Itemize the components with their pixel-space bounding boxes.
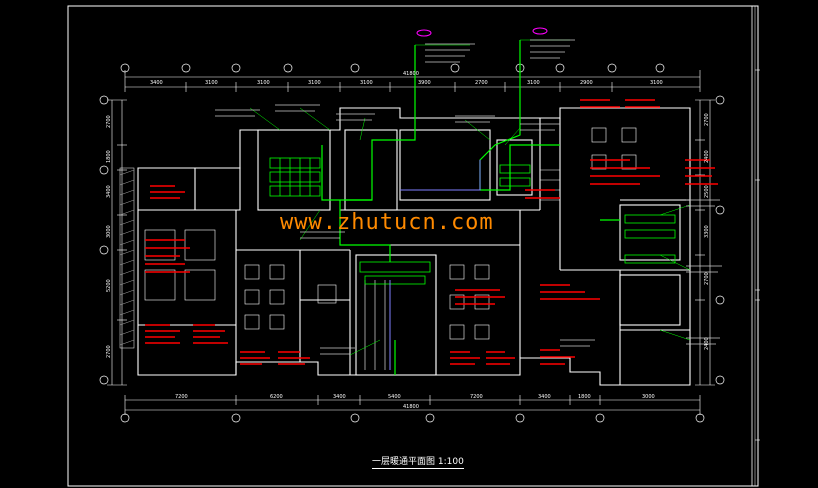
hvac-duct-runs <box>321 40 620 375</box>
furniture <box>144 127 637 370</box>
equipment-tags <box>416 27 548 37</box>
dimension-labels: 3400 3100 3100 3100 3100 3900 2700 3100 … <box>150 71 663 410</box>
dim-bottom-7: 1800 <box>578 394 591 400</box>
dimension-left <box>107 99 127 386</box>
dim-top-total: 41800 <box>403 71 419 77</box>
dimension-top <box>124 70 701 92</box>
dim-left-3: 3400 <box>106 185 112 198</box>
dimension-right <box>695 99 715 386</box>
dim-bottom-2: 6200 <box>270 394 283 400</box>
dim-left-4: 3000 <box>106 225 112 238</box>
dim-bottom-8: 3000 <box>642 394 655 400</box>
dim-right-4: 3300 <box>704 225 710 238</box>
dim-top-8: 3100 <box>527 80 540 86</box>
dimension-bottom <box>124 395 701 415</box>
dim-top-4: 3100 <box>308 80 321 86</box>
drawing-title: 一层暖通平面图 1:100 <box>372 454 464 469</box>
dim-bottom-4: 5400 <box>388 394 401 400</box>
axis-bubbles <box>99 63 725 423</box>
dim-left-1: 2700 <box>106 115 112 128</box>
dim-right-1: 2700 <box>704 113 710 126</box>
dim-top-7: 2700 <box>475 80 488 86</box>
dim-top-1: 3400 <box>150 80 163 86</box>
dim-bottom-6: 3400 <box>538 394 551 400</box>
dim-top-6: 3900 <box>418 80 431 86</box>
dim-bottom-5: 7200 <box>470 394 483 400</box>
hvac-fan-coils <box>269 157 676 285</box>
dim-left-6: 2700 <box>106 345 112 358</box>
dim-bottom-1: 7200 <box>175 394 188 400</box>
dim-left-5: 5200 <box>106 279 112 292</box>
building-walls <box>137 107 691 386</box>
drawing-frame <box>67 5 759 487</box>
watermark-text: www.zhutucn.com <box>280 210 494 235</box>
red-notes <box>145 99 718 365</box>
dim-right-5: 2700 <box>704 272 710 285</box>
dim-top-10: 3100 <box>650 80 663 86</box>
dim-top-9: 2900 <box>580 80 593 86</box>
dim-right-6: 2400 <box>704 337 710 350</box>
hatched-wall <box>119 167 135 349</box>
dim-left-2: 1800 <box>106 150 112 163</box>
dim-right-2: 2400 <box>704 150 710 163</box>
dim-right-3: 2500 <box>704 185 710 198</box>
frame-ticks <box>755 69 760 441</box>
dimension-labels-vertical: 2700 1800 3400 3000 5200 2700 2700 2400 … <box>106 113 710 358</box>
dim-top-3: 3100 <box>257 80 270 86</box>
spec-notes <box>215 39 722 355</box>
dim-top-2: 3100 <box>205 80 218 86</box>
dim-top-5: 3100 <box>360 80 373 86</box>
dim-bottom-3: 3400 <box>333 394 346 400</box>
hvac-duct-purple <box>389 160 481 370</box>
dim-bottom-total: 41800 <box>403 404 419 410</box>
